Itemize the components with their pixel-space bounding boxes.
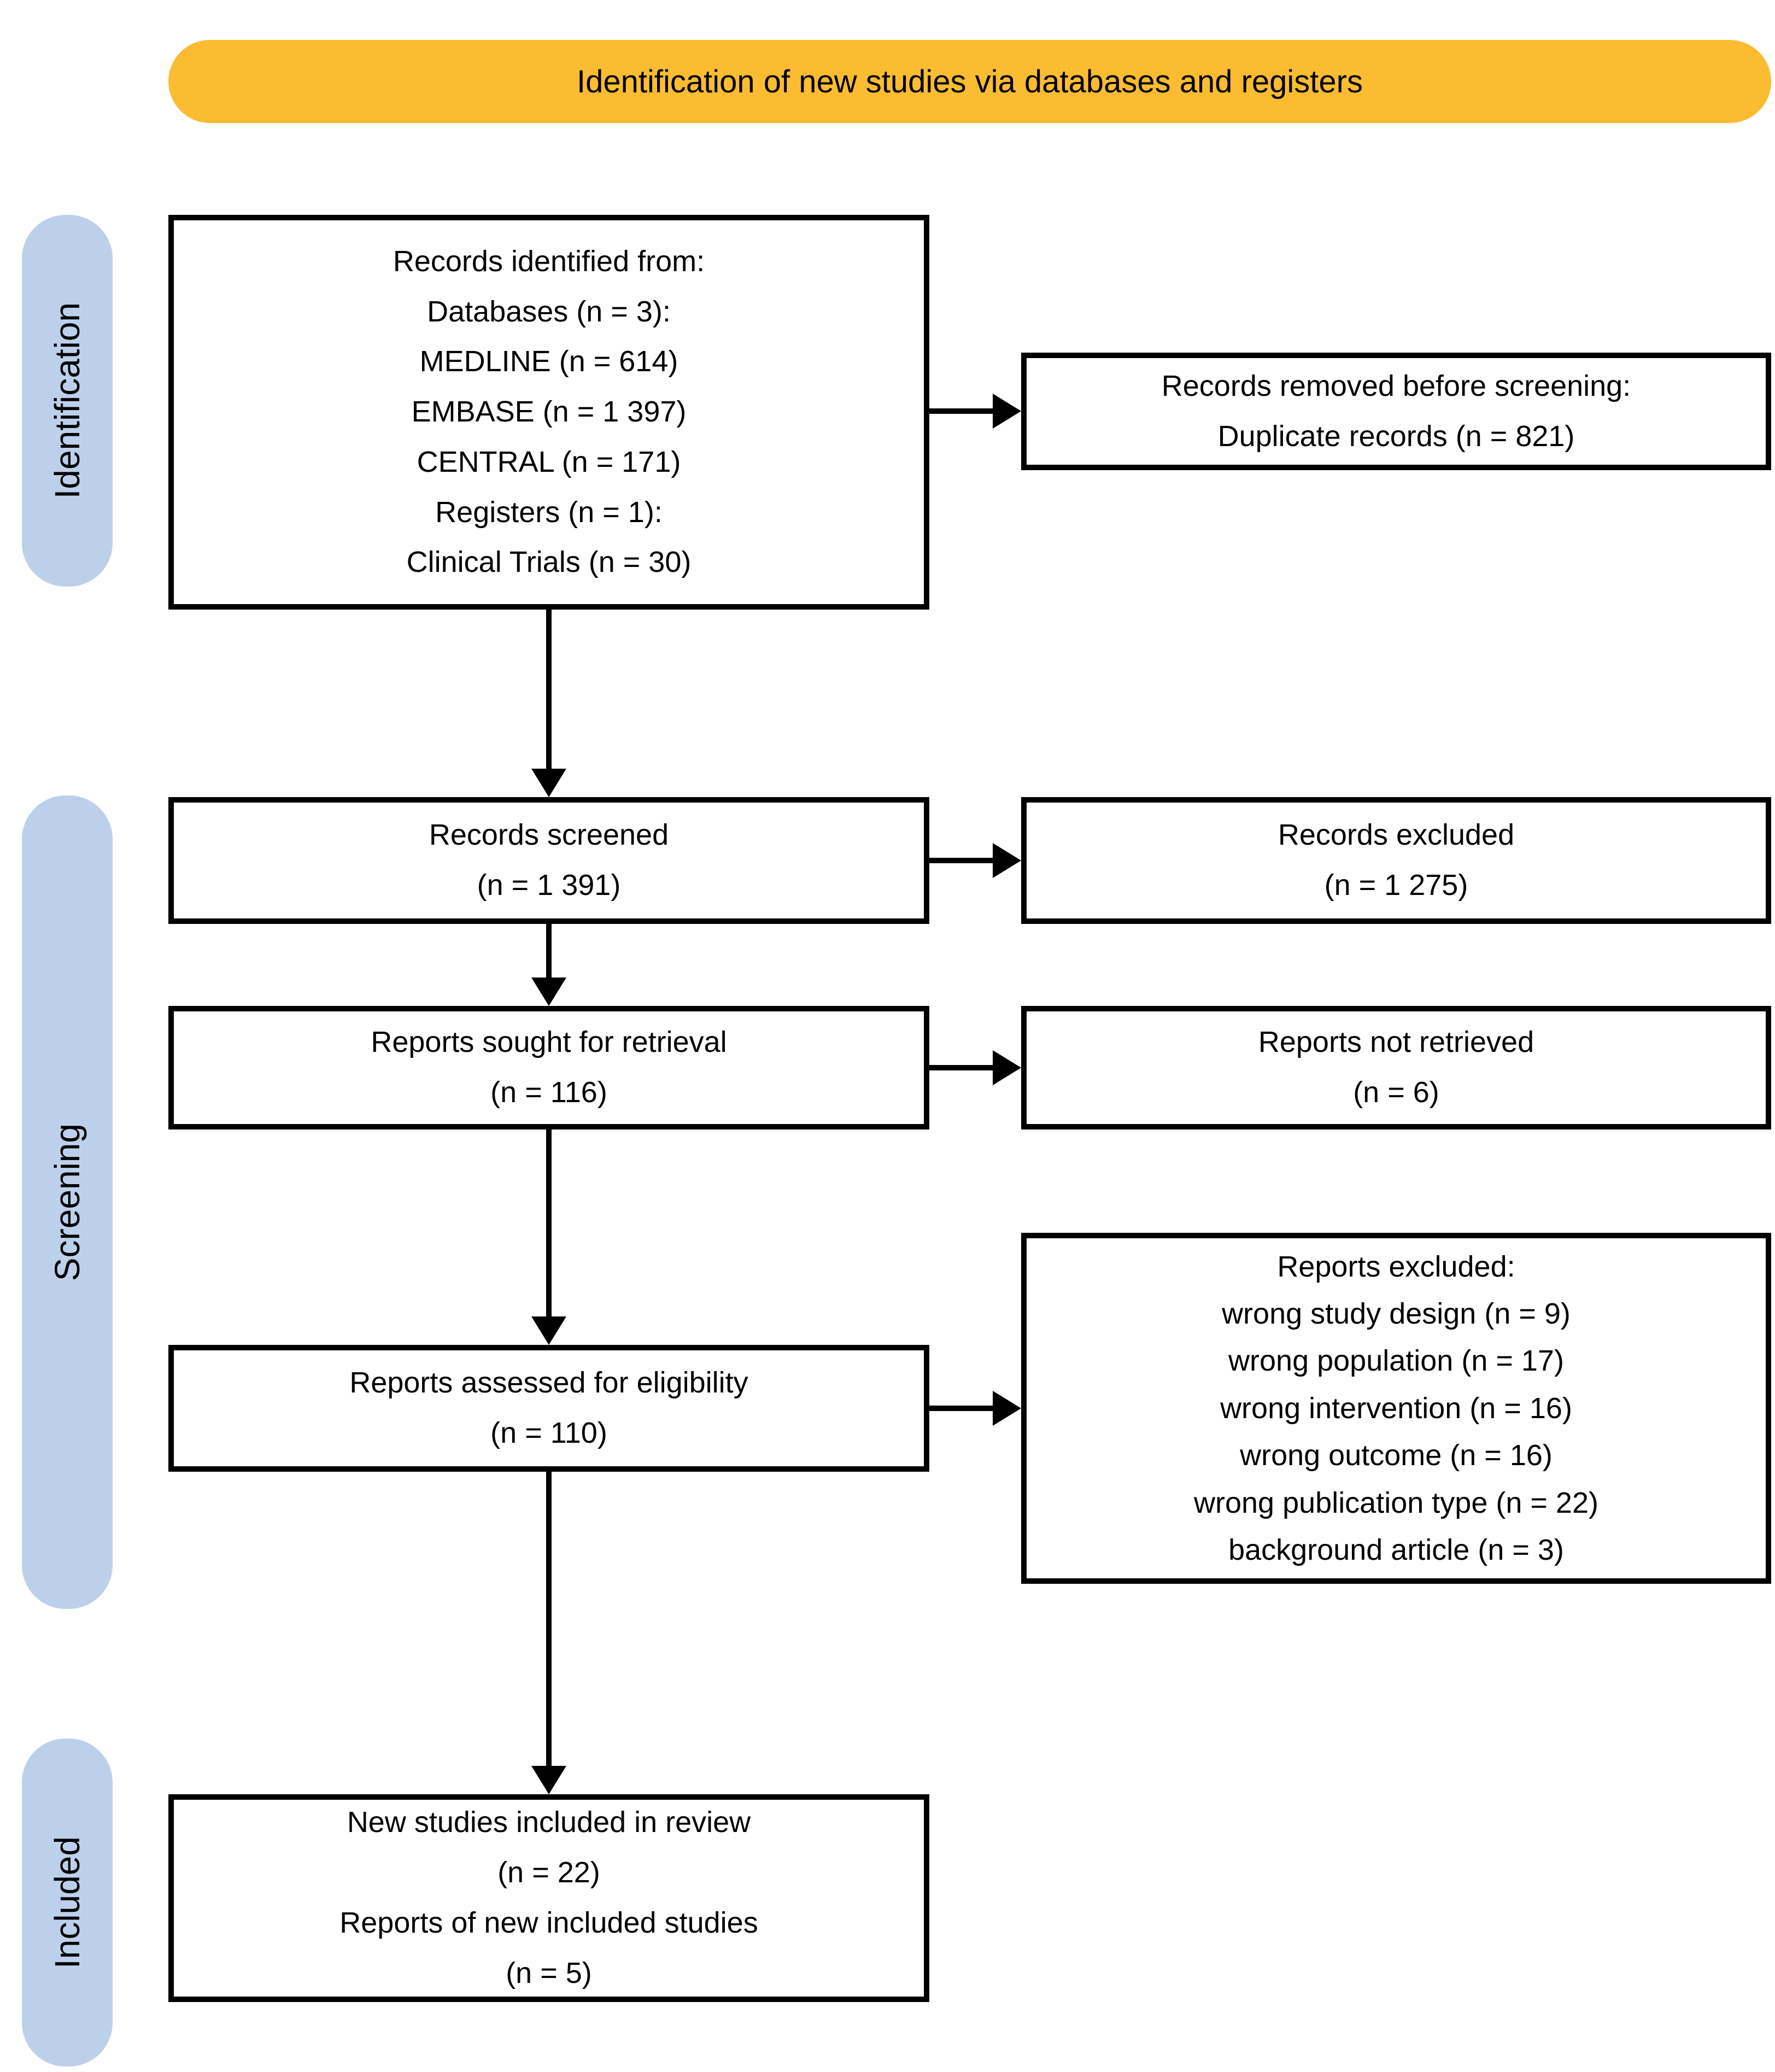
text-line: CENTRAL (n = 171): [417, 445, 681, 478]
arrowhead-down-icon: [531, 978, 566, 1006]
text-line: (n = 6): [1353, 1076, 1439, 1109]
stage-tab-label: Screening: [48, 1123, 87, 1281]
arrow-line: [546, 1472, 552, 1766]
text-line: Clinical Trials (n = 30): [406, 546, 692, 579]
text-line: wrong outcome (n = 16): [1240, 1439, 1553, 1472]
text-line: Registers (n = 1):: [435, 495, 663, 529]
box-records-screened: Records screened (n = 1 391): [168, 797, 929, 924]
arrow-line: [929, 1065, 993, 1070]
text-line: Databases (n = 3):: [427, 295, 671, 328]
banner-title: Identification of new studies via databa…: [577, 63, 1363, 99]
text-line: wrong publication type (n = 22): [1194, 1486, 1598, 1519]
text-line: wrong intervention (n = 16): [1220, 1391, 1572, 1425]
text-line: Duplicate records (n = 821): [1217, 419, 1575, 453]
text-line: Reports not retrieved: [1258, 1026, 1534, 1059]
box-records-excluded: Records excluded (n = 1 275): [1021, 797, 1771, 924]
arrowhead-right-icon: [993, 843, 1021, 878]
stage-tab-label: Identification: [48, 302, 87, 499]
text-line: Reports excluded:: [1277, 1250, 1515, 1283]
text-line: Reports sought for retrieval: [371, 1026, 727, 1059]
arrow-line: [546, 1129, 552, 1316]
box-reports-assessed: Reports assessed for eligibility (n = 11…: [168, 1345, 929, 1472]
box-reports-excluded: Reports excluded: wrong study design (n …: [1021, 1233, 1771, 1584]
text-line: (n = 110): [490, 1417, 607, 1449]
stage-tab-screening: Screening: [22, 795, 113, 1609]
box-reports-sought: Reports sought for retrieval (n = 116): [168, 1006, 929, 1129]
text-line: (n = 5): [506, 1956, 592, 1989]
text-line: (n = 1 391): [477, 869, 621, 902]
text-line: New studies included in review: [347, 1806, 751, 1839]
text-line: Records identified from:: [393, 244, 705, 278]
arrowhead-right-icon: [993, 394, 1021, 429]
text-line: (n = 1 275): [1324, 869, 1468, 902]
text-line: MEDLINE (n = 614): [419, 345, 678, 378]
text-line: Records excluded: [1278, 818, 1515, 852]
text-line: Reports assessed for eligibility: [349, 1366, 748, 1400]
box-records-identified: Records identified from: Databases (n = …: [168, 215, 929, 610]
stage-tab-identification: Identification: [22, 215, 113, 587]
text-line: (n = 22): [497, 1856, 600, 1889]
box-reports-not-retrieved: Reports not retrieved (n = 6): [1021, 1006, 1771, 1129]
arrow-line: [929, 858, 993, 863]
arrowhead-down-icon: [531, 1766, 566, 1794]
box-records-removed: Records removed before screening: Duplic…: [1021, 353, 1771, 470]
text-line: Reports of new included studies: [339, 1906, 758, 1939]
text-line: wrong study design (n = 9): [1222, 1297, 1571, 1331]
text-line: (n = 116): [490, 1076, 607, 1109]
banner: Identification of new studies via databa…: [168, 40, 1771, 123]
stage-tab-label: Included: [48, 1836, 87, 1969]
text-line: Records screened: [429, 818, 669, 852]
arrow-line: [929, 408, 993, 414]
arrowhead-right-icon: [993, 1050, 1021, 1085]
arrowhead-down-icon: [531, 1316, 566, 1345]
text-line: background article (n = 3): [1228, 1533, 1564, 1566]
text-line: Records removed before screening:: [1161, 369, 1631, 402]
text-line: EMBASE (n = 1 397): [411, 395, 687, 429]
text-line: wrong population (n = 17): [1228, 1344, 1564, 1378]
arrowhead-down-icon: [531, 769, 566, 797]
arrow-line: [929, 1406, 993, 1411]
arrow-line: [546, 924, 552, 978]
arrow-line: [546, 610, 552, 769]
stage-tab-included: Included: [22, 1739, 113, 2067]
box-new-studies-included: New studies included in review (n = 22) …: [168, 1794, 929, 2002]
arrowhead-right-icon: [993, 1391, 1021, 1426]
